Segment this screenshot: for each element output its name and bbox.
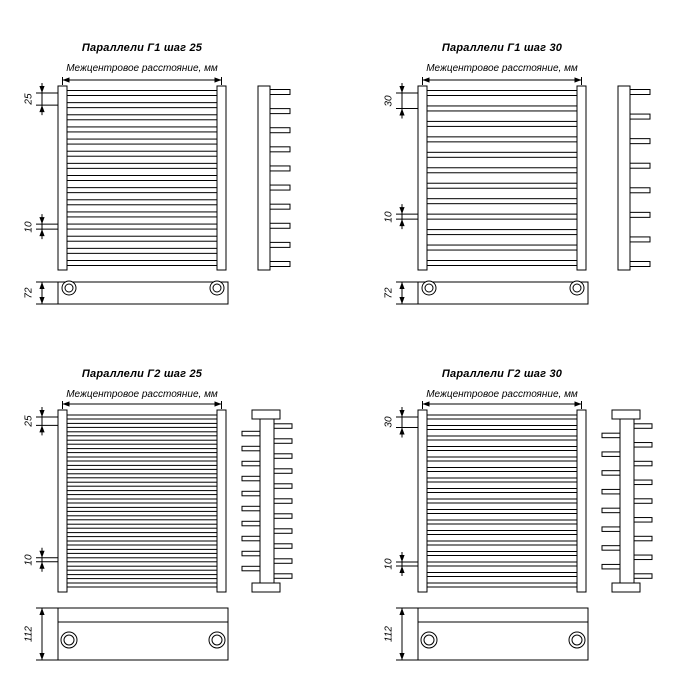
dimension-caption: Межцентровое расстояние, мм [66, 389, 218, 400]
technical-drawing [396, 77, 651, 305]
technical-drawing [36, 401, 293, 661]
diagram-title: Параллели Г1 шаг 25 [81, 42, 203, 54]
diagram-title: Параллели Г2 шаг 30 [441, 368, 563, 380]
side-view [617, 85, 651, 271]
collector [57, 280, 229, 305]
collector [57, 607, 229, 661]
side-view [241, 409, 293, 593]
dimensions [36, 77, 222, 305]
dimensions [36, 401, 222, 661]
front-view [57, 85, 227, 271]
front-view [417, 409, 587, 593]
front-view [57, 409, 227, 593]
dimension-caption: Межцентровое расстояние, мм [426, 63, 578, 74]
side-view [601, 409, 653, 593]
diagram-g2-step30: Параллели Г2 шаг 30 Межцентровое расстоя… [350, 350, 700, 700]
front-view [417, 85, 587, 271]
diagram-g2-step25: Параллели Г2 шаг 25 Межцентровое расстоя… [0, 350, 350, 700]
collector [417, 607, 589, 661]
collector [417, 280, 589, 305]
diagram-g1-step25: Параллели Г1 шаг 25 Межцентровое расстоя… [0, 0, 350, 350]
technical-drawing [36, 77, 291, 305]
dimension-caption: Межцентровое расстояние, мм [66, 63, 218, 74]
diagram-title: Параллели Г2 шаг 25 [81, 368, 203, 380]
diagram-title: Параллели Г1 шаг 30 [441, 42, 563, 54]
dimensions [396, 401, 582, 661]
dimensions [396, 77, 582, 305]
diagram-g1-step30: Параллели Г1 шаг 30 Межцентровое расстоя… [350, 0, 700, 350]
side-view [257, 85, 291, 271]
technical-drawing [396, 401, 653, 661]
dimension-caption: Межцентровое расстояние, мм [426, 389, 578, 400]
